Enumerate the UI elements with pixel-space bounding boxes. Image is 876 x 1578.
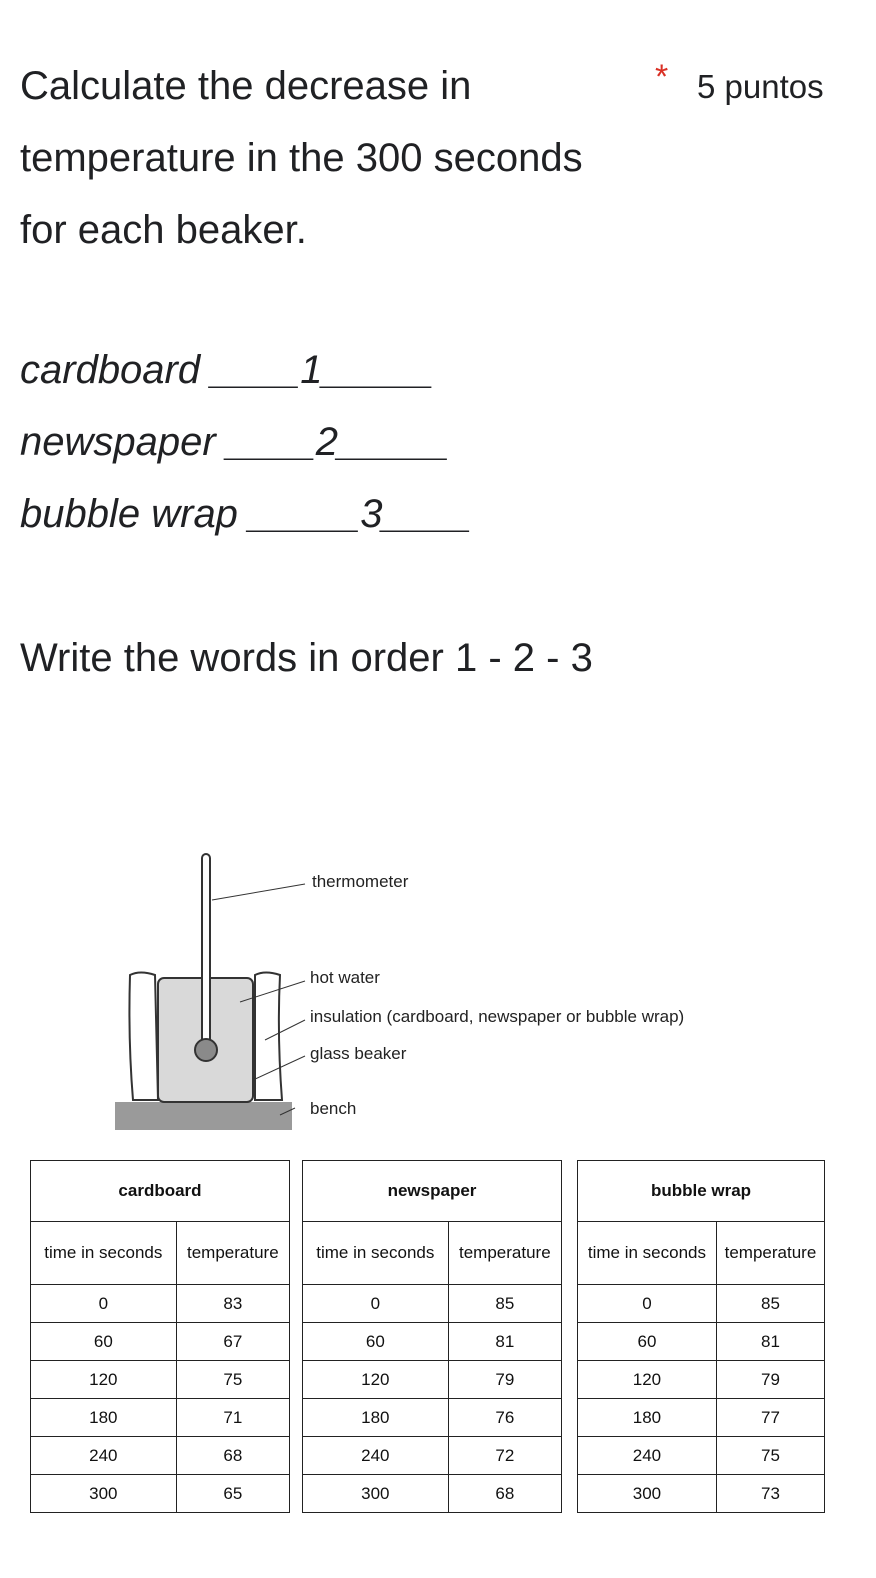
- time-cell: 60: [577, 1322, 717, 1361]
- temperature-cell: 73: [715, 1474, 826, 1513]
- label-glass-beaker: glass beaker: [310, 1044, 407, 1063]
- thermometer: [201, 853, 211, 1055]
- temperature-cell: 65: [175, 1474, 291, 1513]
- time-cell: 0: [577, 1284, 717, 1323]
- label-hot-water: hot water: [310, 968, 380, 987]
- temperature-cell: 75: [715, 1436, 826, 1475]
- time-cell: 240: [30, 1436, 177, 1475]
- col-header-time: time in seconds: [30, 1221, 177, 1285]
- temperature-cell: 72: [447, 1436, 563, 1475]
- points-label: 5 puntos: [697, 68, 824, 105]
- temperature-cell: 71: [175, 1398, 291, 1437]
- temperature-cell: 68: [175, 1436, 291, 1475]
- blank-newspaper: newspaper ____2_____: [20, 420, 450, 464]
- temperature-cell: 68: [447, 1474, 563, 1513]
- col-header-time: time in seconds: [577, 1221, 717, 1285]
- time-cell: 300: [577, 1474, 717, 1513]
- time-cell: 240: [577, 1436, 717, 1475]
- blank-bubble-wrap: bubble wrap _____3____: [20, 492, 472, 536]
- table-title: bubble wrap: [577, 1160, 825, 1222]
- required-asterisk: *: [655, 58, 669, 96]
- table-title: cardboard: [30, 1160, 290, 1222]
- bench: [115, 1102, 292, 1130]
- time-cell: 120: [577, 1360, 717, 1399]
- instruction-text: Write the words in order 1 - 2 - 3: [20, 636, 593, 680]
- time-cell: 180: [30, 1398, 177, 1437]
- temperature-cell: 81: [447, 1322, 563, 1361]
- temperature-cell: 79: [715, 1360, 826, 1399]
- temperature-cell: 85: [715, 1284, 826, 1323]
- temperature-cell: 85: [447, 1284, 563, 1323]
- col-header-temperature: temperature: [175, 1221, 291, 1285]
- question-text: Calculate the decrease in temperature in…: [20, 64, 583, 252]
- temperature-cell: 79: [447, 1360, 563, 1399]
- temperature-cell: 83: [175, 1284, 291, 1323]
- col-header-temperature: temperature: [715, 1221, 826, 1285]
- time-cell: 60: [302, 1322, 449, 1361]
- col-header-temperature: temperature: [447, 1221, 563, 1285]
- blank-cardboard: cardboard ____1_____: [20, 348, 434, 392]
- temperature-cell: 81: [715, 1322, 826, 1361]
- time-cell: 180: [302, 1398, 449, 1437]
- insulation-right: [254, 971, 284, 1101]
- temperature-cell: 67: [175, 1322, 291, 1361]
- insulation-left: [128, 971, 160, 1101]
- time-cell: 300: [30, 1474, 177, 1513]
- temperature-cell: 75: [175, 1360, 291, 1399]
- table-title: newspaper: [302, 1160, 562, 1222]
- col-header-time: time in seconds: [302, 1221, 449, 1285]
- time-cell: 60: [30, 1322, 177, 1361]
- apparatus-diagram: thermometer hot water insulation (cardbo…: [115, 853, 684, 1130]
- label-thermometer: thermometer: [312, 872, 409, 891]
- time-cell: 0: [302, 1284, 449, 1323]
- time-cell: 0: [30, 1284, 177, 1323]
- time-cell: 120: [30, 1360, 177, 1399]
- time-cell: 180: [577, 1398, 717, 1437]
- label-bench: bench: [310, 1099, 356, 1118]
- label-insulation: insulation (cardboard, newspaper or bubb…: [310, 1007, 684, 1026]
- time-cell: 300: [302, 1474, 449, 1513]
- time-cell: 120: [302, 1360, 449, 1399]
- time-cell: 240: [302, 1436, 449, 1475]
- temperature-cell: 76: [447, 1398, 563, 1437]
- temperature-cell: 77: [715, 1398, 826, 1437]
